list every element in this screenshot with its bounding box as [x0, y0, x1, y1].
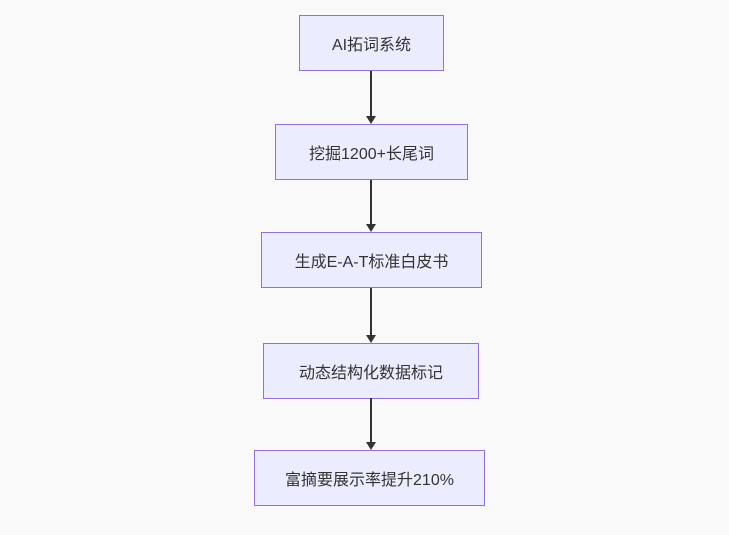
- arrow-line: [370, 288, 372, 335]
- arrow-line: [370, 398, 372, 442]
- flowchart-node-ai-keyword-system: AI拓词系统: [299, 15, 444, 71]
- arrow-down-icon: [366, 398, 376, 450]
- arrow-down-icon: [366, 288, 376, 343]
- arrowhead-icon: [366, 224, 376, 232]
- flowchart-node-rich-snippet-result: 富摘要展示率提升210%: [254, 450, 485, 506]
- node-label: 动态结构化数据标记: [298, 365, 443, 382]
- arrowhead-icon: [366, 335, 376, 343]
- flowchart-node-eat-whitepaper: 生成E-A-T标准白皮书: [261, 232, 482, 288]
- arrow-line: [370, 180, 372, 224]
- arrowhead-icon: [366, 442, 376, 450]
- node-label: 生成E-A-T标准白皮书: [294, 254, 449, 271]
- arrow-line: [370, 71, 372, 116]
- node-label: AI拓词系统: [331, 37, 412, 54]
- arrow-down-icon: [366, 71, 376, 124]
- flowchart-node-structured-data-markup: 动态结构化数据标记: [263, 343, 479, 399]
- node-label: 富摘要展示率提升210%: [285, 472, 454, 489]
- node-label: 挖掘1200+长尾词: [309, 146, 434, 163]
- arrow-down-icon: [366, 180, 376, 232]
- arrowhead-icon: [366, 116, 376, 124]
- flowchart-node-longtail-keywords: 挖掘1200+长尾词: [275, 124, 468, 180]
